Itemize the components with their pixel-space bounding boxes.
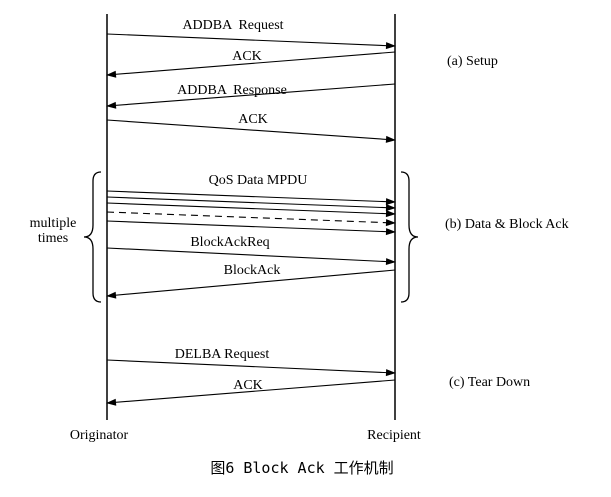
delba-request-label: DELBA Request [174, 347, 270, 362]
addba-request-arrow [106, 33, 396, 50]
block-ack-req-label: BlockAckReq [190, 235, 270, 250]
block-ack-arrow [106, 269, 396, 299]
teardown-ack-label: ACK [233, 378, 263, 393]
section-b-label: (b) Data & Block Ack [445, 217, 569, 232]
qos-data-arrow-3 [106, 202, 396, 218]
qos-data-mpdu-label: QoS Data MPDU [208, 173, 308, 188]
block-ack-req-arrow [106, 247, 396, 266]
addba-response-label: ADDBA Response [177, 83, 287, 98]
setup-ack1-arrow [106, 51, 396, 78]
section-c-label: (c) Tear Down [449, 375, 531, 390]
qos-data-arrow-4 [106, 220, 396, 236]
addba-request-label: ADDBA Request [182, 18, 284, 33]
multiple-times-label: multiple times [29, 216, 77, 246]
delba-request-arrow [106, 359, 396, 377]
setup-ack2-arrow [106, 119, 396, 143]
right-brace [400, 171, 419, 303]
recipient-label: Recipient [367, 428, 421, 443]
section-a-label: (a) Setup [447, 54, 498, 69]
qos-data-arrow-1 [106, 190, 396, 206]
setup-ack1-label: ACK [232, 49, 262, 64]
qos-data-arrow-dashed [106, 211, 396, 227]
block-ack-label: BlockAck [223, 263, 281, 278]
originator-label: Originator [69, 428, 129, 443]
addba-response-arrow [106, 83, 396, 109]
left-brace [83, 171, 102, 303]
qos-data-arrow-2 [106, 196, 396, 212]
setup-ack2-label: ACK [238, 112, 268, 127]
teardown-ack-arrow [106, 379, 396, 406]
figure-caption: 图6 Block Ack 工作机制 [210, 459, 394, 477]
